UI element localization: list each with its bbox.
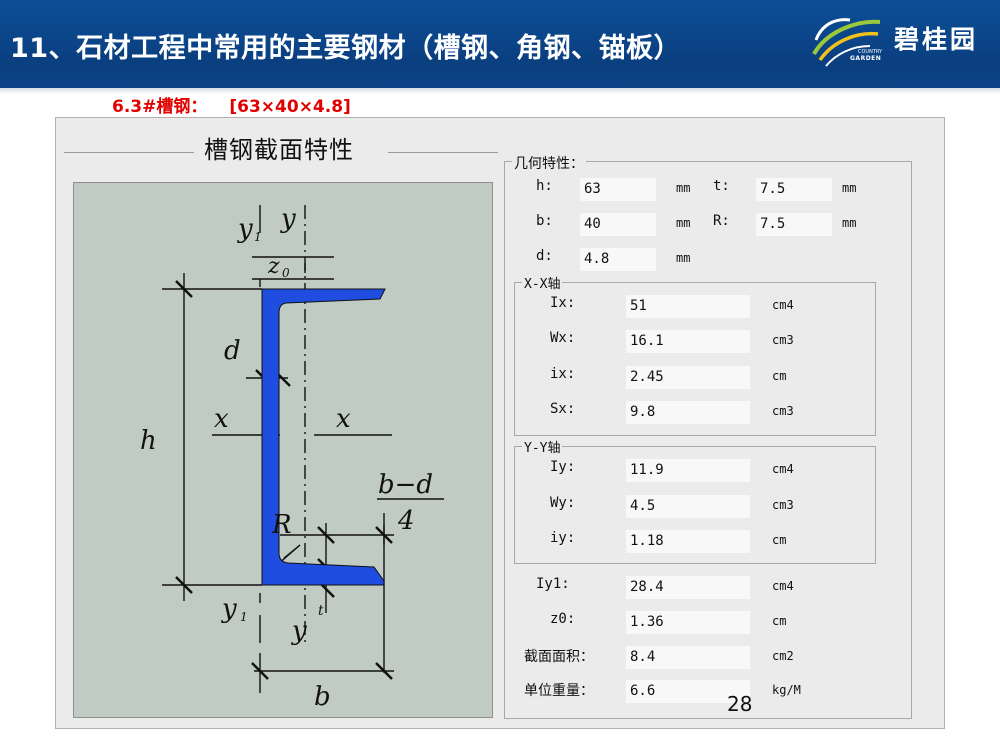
section-title: 槽钢截面特性 bbox=[204, 136, 354, 164]
label-unit-weight: 单位重量： bbox=[524, 683, 594, 699]
label-y1-bottom: y bbox=[221, 594, 237, 624]
channel-section-drawing: y 1 y z 0 d h x x b−d 4 R y 1 y t b bbox=[73, 182, 493, 718]
field-b[interactable]: 40 bbox=[580, 213, 656, 236]
field-t[interactable]: 7.5 bbox=[756, 178, 832, 201]
label-y-top: y bbox=[280, 204, 296, 234]
logo-text: 碧桂园 bbox=[894, 25, 979, 54]
label-z0: z bbox=[267, 254, 280, 279]
unit-t: mm bbox=[842, 181, 857, 195]
label-R: R bbox=[271, 510, 292, 540]
subtitle-name: 6.3#槽钢： bbox=[112, 97, 208, 117]
country-garden-logo: 碧桂园 COUNTRY GARDEN bbox=[806, 10, 996, 70]
label-z0: z0: bbox=[550, 611, 576, 627]
field-Wx[interactable]: 16.1 bbox=[626, 330, 750, 353]
page-number: 28 bbox=[727, 692, 753, 716]
field-iy[interactable]: 1.18 bbox=[626, 530, 750, 553]
unit-section-area: cm2 bbox=[772, 649, 794, 663]
geometry-group-title: 几何特性： bbox=[512, 153, 586, 173]
unit-R: mm bbox=[842, 216, 857, 230]
label-x-left: x bbox=[214, 404, 229, 434]
label-Wy: Wy: bbox=[550, 495, 576, 511]
field-section-area[interactable]: 8.4 bbox=[626, 646, 750, 669]
label-ix: ix: bbox=[550, 366, 576, 382]
label-b: b bbox=[314, 682, 331, 712]
label-y1-top: y bbox=[237, 214, 253, 244]
label-Sx: Sx: bbox=[550, 401, 576, 417]
label-Iy: Iy: bbox=[550, 459, 576, 475]
slide-header: 11、石材工程中常用的主要钢材（槽钢、角钢、锚板） 碧桂园 COUNTRY GA… bbox=[0, 0, 1000, 88]
label-iy: iy: bbox=[550, 530, 576, 546]
geometry-group bbox=[504, 161, 912, 719]
field-d[interactable]: 4.8 bbox=[580, 248, 656, 271]
label-b-minus-d: b−d bbox=[378, 470, 433, 500]
unit-ix: cm bbox=[772, 369, 787, 383]
svg-text:1: 1 bbox=[240, 610, 248, 624]
label-d-field: d: bbox=[536, 248, 553, 264]
field-Sx[interactable]: 9.8 bbox=[626, 401, 750, 424]
divider-left bbox=[64, 152, 194, 153]
unit-d: mm bbox=[676, 251, 691, 265]
subtitle-spec: [63×40×4.8] bbox=[229, 97, 351, 117]
unit-z0: cm bbox=[772, 614, 787, 628]
label-R-field: R: bbox=[713, 213, 730, 229]
field-Wy[interactable]: 4.5 bbox=[626, 495, 750, 518]
field-unit-weight[interactable]: 6.6 bbox=[626, 680, 750, 703]
label-Iy1: Iy1: bbox=[536, 576, 570, 592]
label-x-right: x bbox=[336, 404, 351, 434]
divider-right bbox=[388, 152, 498, 153]
logo-country: COUNTRY bbox=[858, 49, 883, 55]
unit-Iy: cm4 bbox=[772, 462, 794, 476]
unit-unit-weight: kg/M bbox=[772, 683, 801, 697]
header-stripe bbox=[0, 88, 1000, 94]
field-R[interactable]: 7.5 bbox=[756, 213, 832, 236]
label-Wx: Wx: bbox=[550, 330, 576, 346]
field-ix[interactable]: 2.45 bbox=[626, 366, 750, 389]
label-y-bottom: y bbox=[291, 616, 307, 646]
label-h-field: h: bbox=[536, 178, 553, 194]
field-z0[interactable]: 1.36 bbox=[626, 611, 750, 634]
svg-text:0: 0 bbox=[282, 266, 290, 280]
unit-Wx: cm3 bbox=[772, 333, 794, 347]
section-properties-window: 槽钢截面特性 bbox=[55, 117, 945, 729]
unit-Wy: cm3 bbox=[772, 498, 794, 512]
unit-iy: cm bbox=[772, 533, 787, 547]
label-section-area: 截面面积： bbox=[524, 649, 594, 665]
field-Iy1[interactable]: 28.4 bbox=[626, 576, 750, 599]
channel-profile-shape bbox=[261, 288, 386, 586]
unit-Iy1: cm4 bbox=[772, 579, 794, 593]
label-h: h bbox=[140, 426, 157, 456]
xx-axis-group-title: X-X轴 bbox=[522, 273, 563, 292]
field-Ix[interactable]: 51 bbox=[626, 295, 750, 318]
label-b-field: b: bbox=[536, 213, 553, 229]
label-t: t bbox=[318, 603, 324, 619]
logo-swirl-icon bbox=[812, 18, 881, 67]
channel-diagram: y 1 y z 0 d h x x b−d 4 R y 1 y t b bbox=[140, 204, 444, 712]
unit-Ix: cm4 bbox=[772, 298, 794, 312]
unit-h: mm bbox=[676, 181, 691, 195]
field-h[interactable]: 63 bbox=[580, 178, 656, 201]
yy-axis-group bbox=[514, 446, 876, 564]
slide-subtitle: 6.3#槽钢： [63×40×4.8] bbox=[112, 92, 351, 117]
svg-text:1: 1 bbox=[254, 230, 262, 244]
unit-b: mm bbox=[676, 216, 691, 230]
label-d: d bbox=[224, 336, 241, 366]
label-t-field: t: bbox=[713, 178, 730, 194]
logo-garden: GARDEN bbox=[850, 55, 882, 62]
yy-axis-group-title: Y-Y轴 bbox=[522, 437, 563, 456]
xx-axis-group bbox=[514, 282, 876, 436]
label-Ix: Ix: bbox=[550, 295, 576, 311]
field-Iy[interactable]: 11.9 bbox=[626, 459, 750, 482]
slide-title: 11、石材工程中常用的主要钢材（槽钢、角钢、锚板） bbox=[10, 33, 682, 64]
unit-Sx: cm3 bbox=[772, 404, 794, 418]
label-four: 4 bbox=[397, 506, 415, 536]
